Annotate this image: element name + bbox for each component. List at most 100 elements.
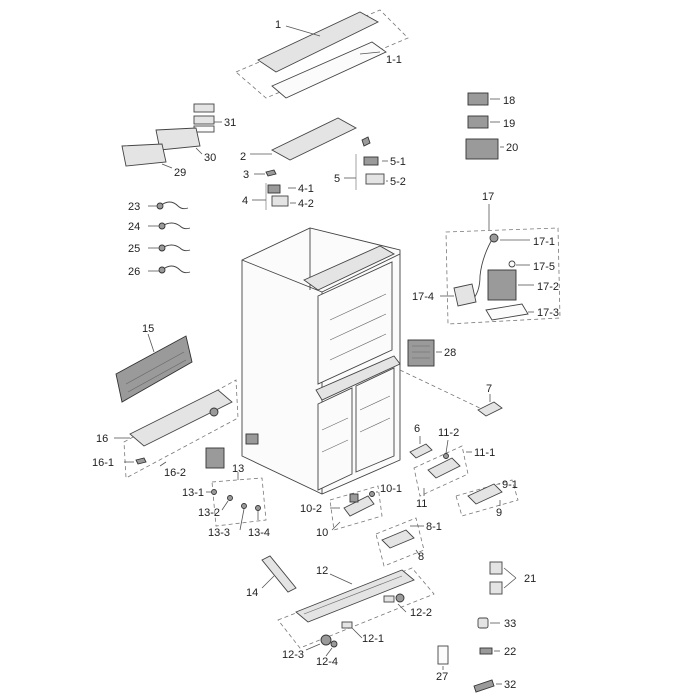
label-18: 18 [503,95,515,107]
part-1-top-cover-group: 1 1-1 [235,9,409,99]
part-20-main-board [465,138,499,160]
label-4-1: 4-1 [298,183,314,195]
part-3-screw [265,169,277,177]
part-5-2-hinge-bracket [365,173,385,185]
label-5: 5 [334,173,340,185]
label-24: 24 [128,221,140,233]
part-27-cylinder [437,645,449,665]
label-16-1: 16-1 [92,457,114,469]
part-17-4-bracket [453,283,477,307]
cabinet-lower-right-compartment [355,367,395,473]
label-13: 13 [232,463,244,475]
label-13-3: 13-3 [208,527,230,539]
label-5-2: 5-2 [390,176,406,188]
part-10-1-screw [369,491,375,497]
label-12-4: 12-4 [316,656,338,668]
label-1: 1 [275,19,281,31]
part-22-connector [479,647,493,655]
label-27: 27 [436,671,448,683]
refrigerator-cabinet [241,227,401,495]
label-6: 6 [414,423,420,435]
label-12: 12 [316,565,328,577]
part-8-group: 8-1 8 [375,517,442,567]
label-12-2: 12-2 [410,607,432,619]
part-25-cable [161,244,191,252]
part-17-3-tray [485,303,529,321]
part-12-group: 12 12-2 12-1 12-3 12-4 [277,565,435,668]
label-9: 9 [496,507,502,519]
label-10-2: 10-2 [300,503,322,515]
part-24-cable [161,222,191,230]
label-11-2: 11-2 [438,427,459,439]
part-16-1-screw [135,457,147,465]
parts-23-26-group: 23 24 25 26 [128,201,191,278]
label-8: 8 [418,551,424,563]
part-2-top-plate [271,117,357,161]
label-30: 30 [204,152,216,164]
part-5-group: 5 5-1 5-2 [334,136,406,190]
label-17-4: 17-4 [412,291,434,303]
part-1-1-top-cover-plate [271,41,387,99]
part-15-group: 15 [115,323,193,403]
part-17-5-cap [508,260,516,268]
part-13-3-screw [241,503,247,509]
part-12-3-wheel [320,634,332,646]
part-16-base-cover [129,389,233,447]
part-21-bracket-upper [489,561,503,575]
part-7-hinge [477,401,503,417]
part-6-group: 6 [409,423,433,459]
part-23-cable [159,201,189,210]
part-1-top-cover [257,11,379,73]
label-28: 28 [444,347,456,359]
part-6-hinge [409,443,433,459]
part-19-control-board [467,115,489,129]
part-18-control-board [467,92,489,106]
label-20: 20 [506,142,518,154]
part-10-group: 10-1 10-2 10 [300,483,402,539]
label-10-1: 10-1 [380,483,402,495]
label-23: 23 [128,201,140,213]
label-12-3: 12-3 [282,649,304,661]
part-14-rail [261,555,297,593]
label-16-2: 16-2 [164,467,186,479]
label-17-2: 17-2 [537,281,559,293]
part-16-group: 16 16-1 16-2 [92,379,239,479]
part-33-cap [477,617,489,629]
part-13-group: 13 13-1 13-2 13-3 13-4 [182,447,270,539]
part-30-housing [155,127,201,151]
label-4-2: 4-2 [298,198,314,210]
part-14-group: 14 [246,555,297,599]
part-13-grille [205,447,225,469]
part-17-1-tube [473,235,495,299]
part-17-2-housing [487,269,517,301]
label-11: 11 [416,498,427,510]
label-12-1: 12-1 [362,633,384,645]
label-3: 3 [243,169,249,181]
label-17: 17 [482,191,494,203]
label-2: 2 [240,151,246,163]
label-32: 32 [504,679,516,691]
part-5-screw [361,136,371,147]
part-12-2-block [383,595,395,603]
part-21-group: 21 [489,561,536,595]
label-1-1: 1-1 [386,54,402,66]
label-17-5: 17-5 [533,261,555,273]
label-8-1: 8-1 [426,521,442,533]
part-10-2-block [349,493,359,503]
part-4-2-hinge-bracket [271,195,289,207]
label-17-1: 17-1 [533,236,555,248]
parts-29-31-group: 31 30 29 [121,103,236,179]
label-10: 10 [316,527,328,539]
label-33: 33 [504,618,516,630]
cabinet-upper-compartment [317,261,393,385]
part-11-group: 11-2 11-1 11 [413,427,495,510]
label-15: 15 [142,323,154,335]
part-10-hinge [343,495,375,517]
label-31: 31 [224,117,236,129]
part-11-2-screw [443,453,449,459]
part-26-cable [161,265,191,274]
part-13-2-screw [227,495,233,501]
part-13-1-screw [211,489,217,495]
label-9-1: 9-1 [502,479,518,491]
